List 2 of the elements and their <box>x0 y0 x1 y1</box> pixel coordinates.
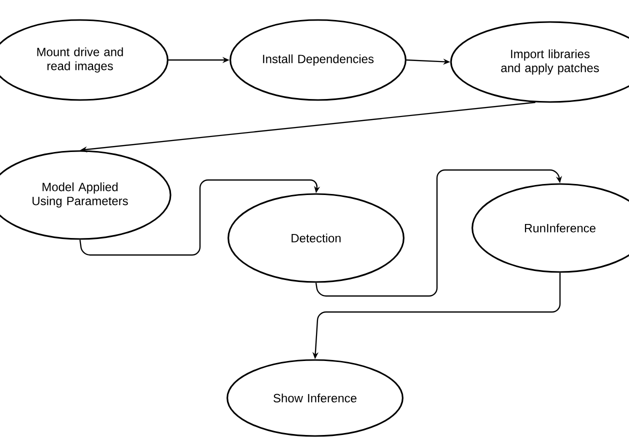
arrow <box>79 179 320 256</box>
arrow <box>315 169 562 297</box>
